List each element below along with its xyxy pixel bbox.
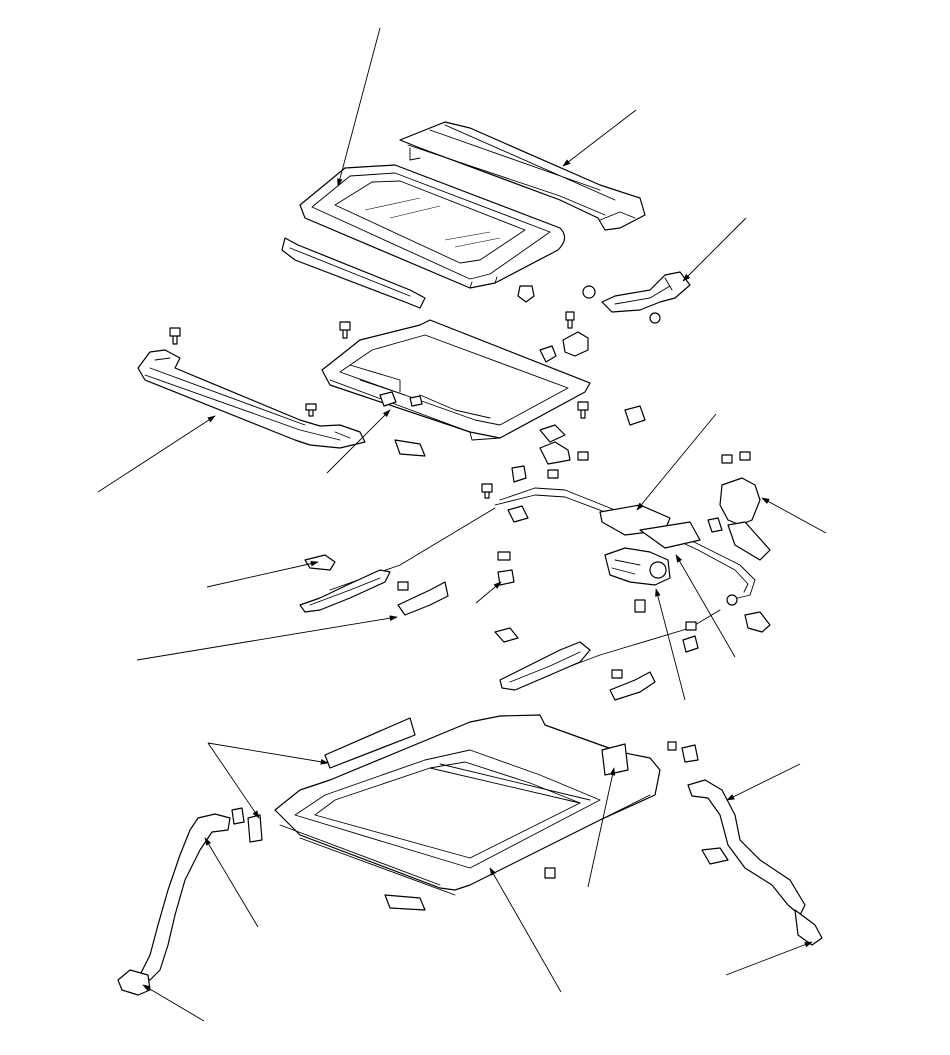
right-slide-mechanism <box>499 621 699 701</box>
mid-clips <box>481 401 751 499</box>
wind-deflector <box>399 121 646 231</box>
left-drain-hose <box>117 813 231 996</box>
callout-leaders <box>97 27 827 1022</box>
right-upper-bracket <box>582 271 691 324</box>
sunshade-frame <box>321 319 591 457</box>
front-seal-strip <box>281 237 426 309</box>
drive-cable-assembly <box>329 477 771 671</box>
glass-panel <box>299 164 566 289</box>
sunroof-main-frame <box>231 714 661 911</box>
right-drain-hose <box>667 741 823 946</box>
top-fasteners <box>169 285 589 417</box>
sunroof-motor <box>604 547 671 613</box>
left-slide-mechanism <box>299 551 519 643</box>
left-guide-rail <box>137 349 366 449</box>
